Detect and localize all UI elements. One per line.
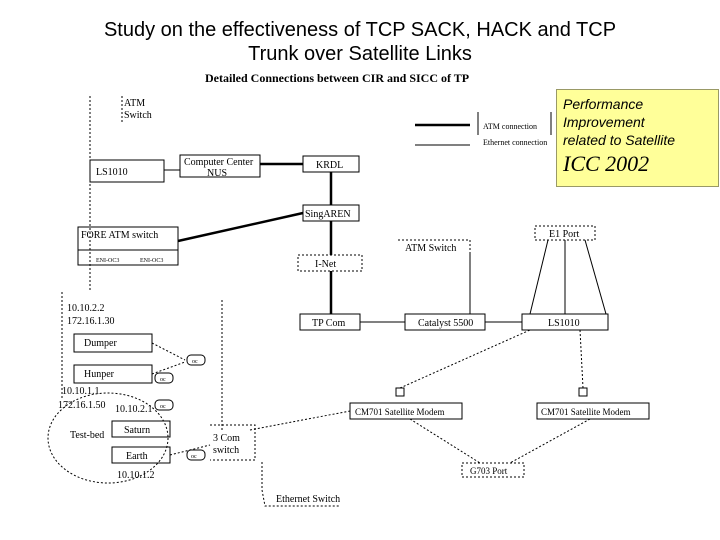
com-switch-label-1: 3 Com [213,433,240,444]
callout-line-4: ICC 2002 [563,151,650,176]
oc-port-4 [186,449,206,461]
callout-box: Performance Improvement related to Satel… [556,89,719,187]
dumper-label: Dumper [84,338,117,349]
oc-1-label: oc [192,359,198,365]
hunper-label: Hunper [84,369,115,380]
tp-com-label: TP Com [312,318,345,329]
page-title: Study on the effectiveness of TCP SACK, … [0,18,720,66]
oc-3-label: oc [160,404,166,410]
krdl-label: KRDL [316,160,343,171]
computer-center-label-2: NUS [207,168,227,179]
computer-center-box [179,154,261,178]
e1-port-label: E1 Port [549,229,580,240]
oc-port-3 [154,399,174,411]
title-line-1: Study on the effectiveness of TCP SACK, … [103,19,617,41]
oc-2-label: oc [160,377,166,383]
legend-ethernet-label: Ethernet connection [483,138,547,147]
oc-port-2 [154,372,174,384]
singaren-label: SingAREN [305,209,351,220]
callout-line-3: related to Satellite [563,132,676,148]
test-bed-label: Test-bed [70,430,104,441]
earth-label: Earth [126,451,148,462]
ls1010-left-box [89,159,165,183]
callout-line-2: Improvement [563,114,645,130]
legend-atm-label: ATM connection [483,122,537,131]
catalyst-label: Catalyst 5500 [418,318,473,329]
g703-port-label: G703 Port [470,466,508,476]
ip-left-1-label: 10.10.2.2 [67,303,105,314]
oc-port-1 [186,354,206,366]
atm-switch-top-label-1: ATM [124,98,145,109]
title-line-2: Trunk over Satellite Links [248,43,472,65]
ip-host-d-label: 10.10.1.2 [117,470,155,481]
ip-left-2-label: 172.16.1.30 [67,316,115,327]
com-switch-label-2: switch [213,445,239,456]
ethernet-switch-label: Ethernet Switch [276,494,340,505]
ip-host-a-label: 10.10.1.1 [62,386,100,397]
fore-atm-switch-label: FORE ATM switch [81,230,158,241]
ip-host-b-label: 172.16.1.50 [58,400,106,411]
modem-left-antenna [395,387,405,397]
i-net-label: I-Net [315,259,336,270]
fore-atm-switch-box [77,226,179,266]
g703-port-box [461,462,525,478]
atm-switch-top-label-2: Switch [124,110,152,121]
modem-right-antenna [578,387,588,397]
modem-right-label: CM701 Satellite Modem [541,407,631,417]
oc-4-label: oc [191,454,197,460]
test-bed-ellipse [47,392,169,484]
modem-left-label: CM701 Satellite Modem [355,407,445,417]
atm-switch-mid-label: ATM Switch [405,243,456,254]
ip-host-c-label: 10.10.2.1 [115,404,153,415]
fore-port-b-label: ENI-OC3 [140,258,163,264]
diagram-caption: Detailed Connections between CIR and SIC… [205,71,470,85]
modem-right-box [536,402,650,420]
fore-port-a-label: ENI-OC3 [96,258,119,264]
ls1010-left-label: LS1010 [96,167,128,178]
saturn-label: Saturn [124,425,150,436]
callout-line-1: Performance [563,96,644,112]
computer-center-label-1: Computer Center [184,157,254,168]
saturn-box [111,420,171,438]
ls1010-right-label: LS1010 [548,318,580,329]
